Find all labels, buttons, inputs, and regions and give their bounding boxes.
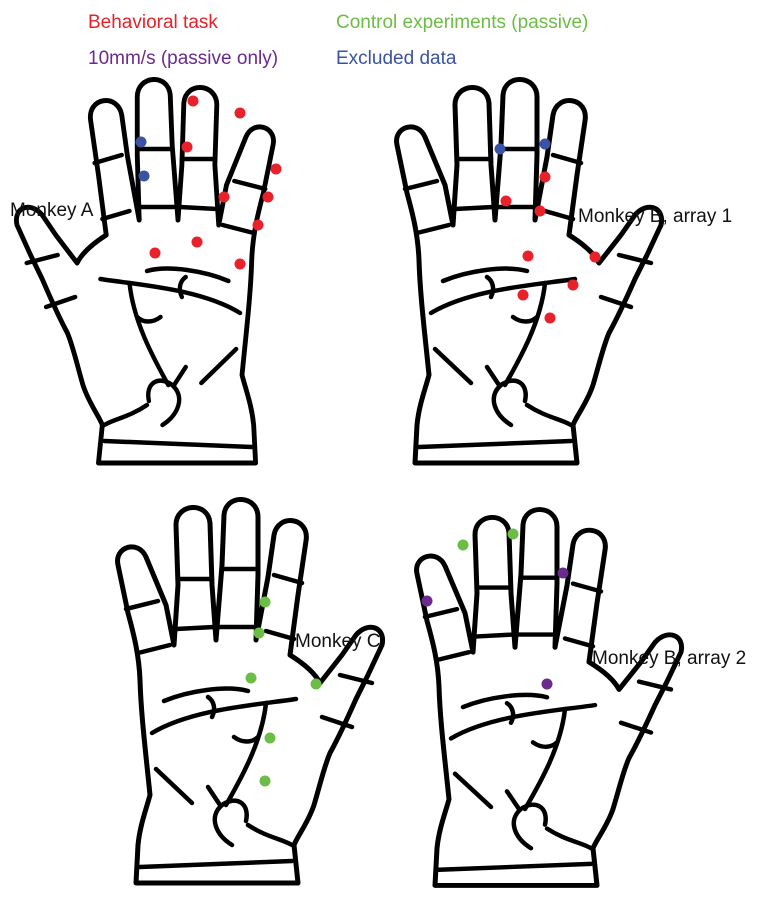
hand-label-monkey-b-array-2: Monkey B, array 2	[592, 648, 746, 669]
rf-dot	[540, 139, 551, 150]
rf-dot	[545, 313, 556, 324]
rf-dot	[188, 96, 199, 107]
hand-monkey-b-array-1	[397, 79, 662, 463]
rf-dot	[253, 220, 264, 231]
rf-dot	[495, 144, 506, 155]
dots-monkey-b-array-2	[422, 529, 569, 690]
rf-dot	[260, 597, 271, 608]
rf-dot	[139, 171, 150, 182]
rf-dot	[501, 196, 512, 207]
hand-label-monkey-a: Monkey A	[10, 200, 94, 221]
hand-label-monkey-c: Monkey C	[295, 631, 381, 652]
rf-dot	[235, 259, 246, 270]
rf-dot	[265, 733, 276, 744]
hand-label-monkey-b-array-1: Monkey B, array 1	[578, 206, 732, 227]
rf-dot	[540, 172, 551, 183]
rf-dot	[150, 248, 161, 259]
rf-dot	[568, 280, 579, 291]
legend-passive10: 10mm/s (passive only)	[88, 48, 278, 69]
rf-dot	[535, 206, 546, 217]
rf-dot	[271, 164, 282, 175]
hand-monkey-a	[16, 79, 273, 463]
rf-dot	[508, 529, 519, 540]
rf-dot	[422, 596, 433, 607]
dots-monkey-a	[136, 96, 282, 270]
rf-dot	[260, 776, 271, 787]
legend-behavioral: Behavioral task	[88, 12, 218, 33]
legend-control: Control experiments (passive)	[336, 12, 588, 33]
rf-dot	[192, 237, 203, 248]
hand-monkey-c	[118, 499, 383, 883]
rf-dot	[518, 290, 529, 301]
rf-dot	[311, 679, 322, 690]
rf-dot	[542, 679, 553, 690]
rf-dot	[136, 137, 147, 148]
rf-dot	[246, 673, 257, 684]
rf-dot	[219, 192, 230, 203]
rf-dot	[558, 568, 569, 579]
rf-dot	[458, 540, 469, 551]
rf-dot	[254, 628, 265, 639]
rf-dot	[182, 142, 193, 153]
rf-dot	[523, 251, 534, 262]
legend-excluded: Excluded data	[336, 48, 457, 69]
hand-monkey-b-array-2	[417, 510, 682, 886]
rf-dot	[235, 108, 246, 119]
rf-dot	[590, 252, 601, 263]
rf-dot	[263, 192, 274, 203]
